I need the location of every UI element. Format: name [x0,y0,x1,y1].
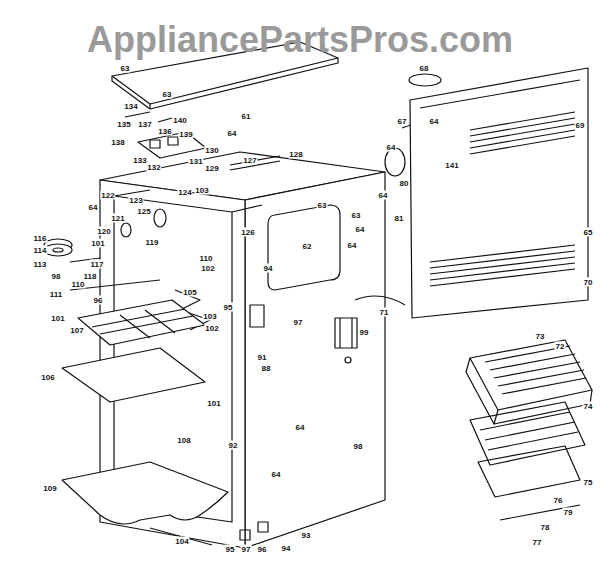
callout-number: 74 [583,402,594,411]
callout-number: 64 [355,225,366,234]
callout-number: 137 [137,120,152,129]
callout-number: 104 [174,537,189,546]
callout-number: 128 [288,150,303,159]
callout-number: 105 [182,288,197,297]
callout-number: 124 [177,188,192,197]
callout-number: 134 [123,102,138,111]
callout-number: 91 [257,353,268,362]
callout-number: 103 [194,186,209,195]
callout-number: 76 [553,496,564,505]
callout-number: 63 [317,201,328,210]
callout-number: 103 [202,312,217,321]
callout-number: 94 [263,264,274,273]
watermark: AppliancePartsPros.com [87,20,513,60]
callout-number: 139 [178,130,193,139]
callout-number: 95 [223,303,234,312]
callout-number: 108 [176,436,191,445]
callout-number: 98 [353,442,364,451]
callout-number: 88 [261,364,272,373]
callout-number: 62 [302,242,313,251]
callout-number: 101 [90,239,105,248]
callout-number: 65 [583,228,594,237]
callout-number: 135 [116,120,131,129]
callout-number: 126 [240,228,255,237]
callout-number: 92 [228,441,239,450]
callout-number: 95 [225,545,236,554]
callout-number: 122 [100,191,115,200]
callout-number: 71 [379,308,390,317]
callout-number: 110 [199,254,214,263]
callout-number: 138 [110,138,125,147]
callout-number: 132 [146,163,161,172]
callout-number: 117 [90,260,105,269]
callout-number: 69 [575,121,586,130]
callout-number: 97 [241,545,252,554]
callout-number: 64 [347,241,358,250]
callout-number: 102 [200,264,215,273]
callout-number: 79 [563,508,574,517]
callout-number: 67 [397,117,408,126]
callout-number: 120 [96,227,111,236]
callout-number: 94 [281,544,292,553]
callout-number: 101 [50,314,65,323]
callout-number: 141 [444,161,459,170]
callout-number: 136 [157,127,172,136]
callout-number: 96 [257,545,268,554]
callout-number: 116 [33,234,48,243]
callout-number: 121 [110,214,125,223]
callout-number: 64 [271,470,282,479]
callout-number: 130 [204,146,219,155]
callout-number: 111 [49,290,63,299]
callout-number: 131 [188,157,203,166]
callout-number: 119 [145,238,160,247]
callout-number: 125 [136,207,151,216]
callout-number: 110 [71,280,86,289]
callout-number: 101 [206,399,221,408]
callout-number: 123 [128,196,143,205]
callout-number: 61 [241,112,252,121]
callout-number: 114 [33,246,48,255]
callout-number: 113 [33,260,48,269]
callout-number: 127 [242,156,257,165]
callout-number: 93 [301,531,312,540]
callout-number: 140 [172,116,187,125]
callout-number: 63 [120,64,131,73]
callout-number: 129 [204,164,219,173]
callout-number: 99 [359,328,370,337]
callout-number: 64 [88,203,99,212]
callout-number: 102 [204,324,219,333]
callout-number: 68 [419,64,430,73]
callout-number: 97 [293,318,304,327]
callout-number: 63 [351,211,362,220]
callout-number: 70 [583,278,594,287]
callout-number: 75 [583,478,594,487]
callout-number: 72 [555,342,566,351]
callout-number: 107 [69,326,84,335]
callout-number: 73 [535,332,546,341]
callout-number: 64 [295,423,306,432]
callout-number: 77 [532,538,543,547]
callout-number: 96 [93,296,104,305]
callout-number: 106 [40,373,55,382]
callout-number: 64 [386,143,397,152]
callout-number: 64 [378,191,389,200]
callout-number: 78 [540,523,551,532]
callout-number: 80 [399,179,410,188]
callout-number: 64 [429,117,440,126]
callout-number: 98 [51,272,62,281]
callout-number: 64 [227,129,238,138]
callout-number: 109 [42,484,57,493]
callout-number: 81 [394,214,405,223]
callout-number: 63 [162,90,173,99]
